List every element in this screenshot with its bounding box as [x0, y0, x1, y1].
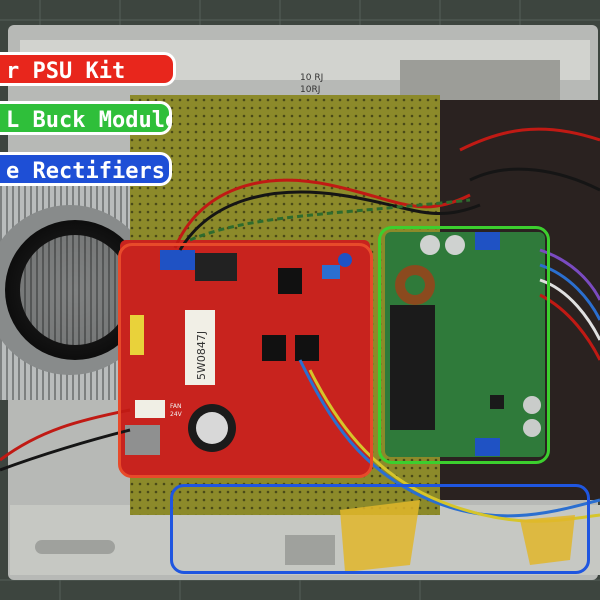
fan-header [135, 400, 165, 418]
yellow-connectors [130, 315, 144, 355]
buck-cap-2 [445, 235, 465, 255]
trimmer-blue [322, 265, 340, 279]
buck-module-label: L Buck Module [0, 101, 172, 135]
wires [0, 127, 600, 523]
fan-fins [20, 235, 130, 345]
vent-label-1: 10 RJ [300, 73, 323, 83]
rectifiers-label-text: e Rectifiers [6, 159, 165, 184]
trimmer-pot [338, 253, 352, 267]
terminal-block-top [160, 250, 195, 270]
front-slot-1 [35, 540, 115, 554]
rectifiers-label: e Rectifiers [0, 152, 172, 186]
psu-kit-outline [118, 243, 373, 478]
buck-module-label-text: L Buck Module [6, 108, 172, 133]
buck-pot-1 [523, 396, 541, 414]
toroid-core [405, 275, 425, 295]
power-resistor-label: 5W0847J [195, 331, 208, 380]
buck-module-outline [378, 226, 550, 464]
kapton-tape-1 [340, 500, 420, 572]
buck-ic [490, 395, 504, 409]
bracket [285, 535, 335, 565]
v24-pad-label: 24V [170, 411, 183, 418]
buck-heatsink [390, 305, 435, 430]
psu-kit-label-text: r PSU Kit [6, 59, 126, 84]
kapton-tape-2 [520, 515, 575, 565]
fan-pad-label: FAN [170, 403, 182, 410]
buck-pot-2 [523, 419, 541, 437]
rectifiers-outline [170, 484, 590, 574]
psu-kit-pcb [120, 240, 370, 475]
transistor-heatsink [125, 425, 160, 455]
buck-input-terminal [475, 232, 500, 250]
buck-output-terminal [475, 438, 500, 456]
relay-socket [195, 253, 237, 281]
ic-3 [295, 335, 319, 361]
capacitor-top [196, 412, 228, 444]
power-resistor [185, 310, 215, 385]
ic-1 [278, 268, 302, 294]
buck-cap-1 [420, 235, 440, 255]
ic-2 [262, 335, 286, 361]
psu-kit-label: r PSU Kit [0, 52, 176, 86]
vent-label-2: 10RJ [300, 85, 320, 95]
